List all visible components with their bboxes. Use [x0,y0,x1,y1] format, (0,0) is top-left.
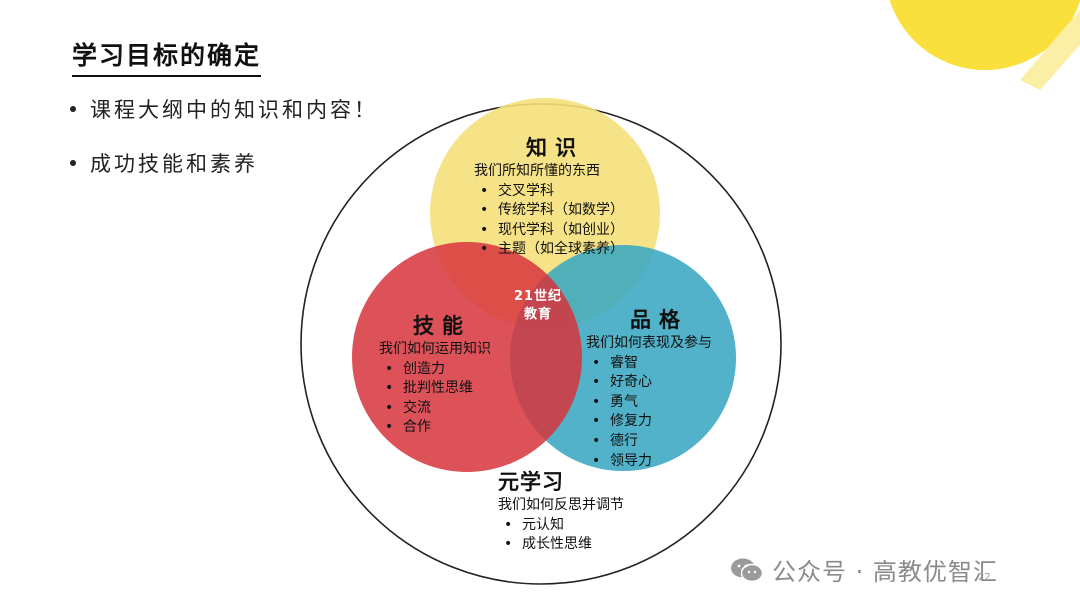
meta-learning-list: 元认知 成长性思维 [498,516,624,555]
meta-learning-title: 元学习 [498,470,564,494]
character-item: 修复力 [586,412,712,432]
bullet-list: 课程大纲中的知识和内容！ 成功技能和素养 [70,94,378,202]
skills-title: 技能 [413,314,471,338]
knowledge-item: 主题（如全球素养） [474,240,624,260]
knowledge-title: 知识 [526,136,584,160]
skills-list: 创造力 批判性思维 交流 合作 [379,360,491,438]
bullet-text: 课程大纲中的知识和内容！ [90,98,378,122]
corner-light-stripe [1020,10,1080,90]
skills-subtitle: 我们如何运用知识 [379,341,491,357]
meta-learning-block: 元学习 我们如何反思并调节 元认知 成长性思维 [498,468,624,555]
page-title: 学习目标的确定 [72,36,262,77]
character-title: 品格 [630,308,688,332]
center-label: 21世纪 教育 [510,288,566,324]
bullet-dot [70,160,76,166]
character-subtitle: 我们如何表现及参与 [586,335,712,351]
skills-item: 创造力 [379,360,491,380]
bullet-text: 成功技能和素养 [90,152,258,176]
meta-learning-subtitle: 我们如何反思并调节 [498,497,624,513]
character-item: 领导力 [586,452,712,472]
skills-item: 交流 [379,399,491,419]
character-item: 勇气 [586,393,712,413]
character-list: 睿智 好奇心 勇气 修复力 德行 领导力 [586,354,712,472]
bullet-item: 成功技能和素养 [70,148,378,178]
character-item: 好奇心 [586,373,712,393]
character-block: 品格 我们如何表现及参与 睿智 好奇心 勇气 修复力 德行 领导力 [586,306,712,471]
meta-learning-item: 元认知 [498,516,624,536]
skills-item: 合作 [379,418,491,438]
meta-learning-item: 成长性思维 [498,535,624,555]
bullet-dot [70,106,76,112]
knowledge-block: 知识 我们所知所懂的东西 交叉学科 传统学科（如数学） 现代学科（如创业） 主题… [474,134,624,260]
watermark: 公众号 · 高教优智汇 [730,552,998,587]
skills-block: 技能 我们如何运用知识 创造力 批判性思维 交流 合作 [379,312,491,438]
character-item: 德行 [586,432,712,452]
center-label-line: 21世纪 [513,289,563,304]
watermark-text: 公众号 · 高教优智汇 [772,558,998,586]
center-label-line: 教育 [523,307,552,322]
skills-item: 批判性思维 [379,379,491,399]
corner-yellow-shape [889,0,1080,70]
knowledge-item: 传统学科（如数学） [474,201,624,221]
knowledge-subtitle: 我们所知所懂的东西 [474,163,600,179]
wechat-icon [731,558,764,582]
character-item: 睿智 [586,354,712,374]
page-number: 22 [978,572,991,583]
knowledge-item: 现代学科（如创业） [474,221,624,241]
bullet-item: 课程大纲中的知识和内容！ [70,94,378,124]
knowledge-item: 交叉学科 [474,182,624,202]
knowledge-list: 交叉学科 传统学科（如数学） 现代学科（如创业） 主题（如全球素养） [474,182,624,260]
